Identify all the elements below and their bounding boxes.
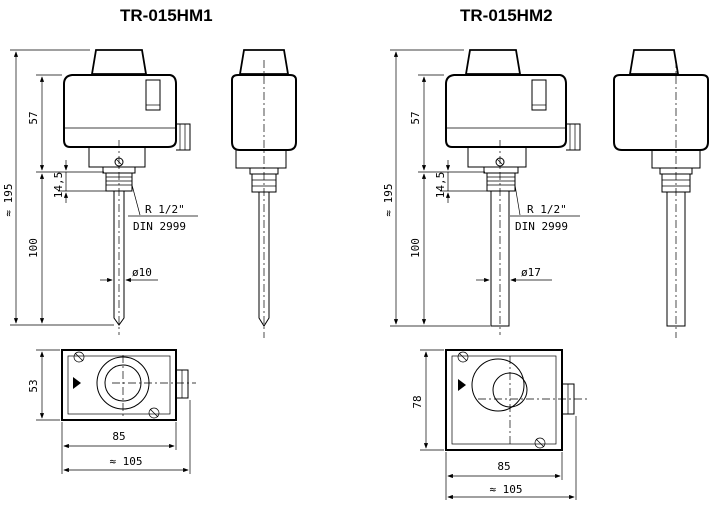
hm2-front-view [445,49,581,335]
hm1-width-label: 53 [27,379,40,392]
hm2-head-height-label: 57 [409,111,422,124]
hm2-thread-length-label: 14,5 [434,172,447,199]
hm1-top-dimensions [36,349,191,474]
hm1-thread-standard-label: DIN 2999 [133,220,186,233]
title-tr-015hm2: TR-015HM2 [460,6,553,25]
hm1-front-view [63,49,191,335]
hm2-probe-length-label: 100 [409,238,422,258]
hm2-top-view [445,349,590,451]
hm1-dimensions [10,49,198,326]
hm2-width-label: 78 [411,395,424,408]
hm1-overall-length-label: ≈ 105 [109,455,142,468]
hm1-head-height-label: 57 [27,111,40,124]
hm2-thread-standard-label: DIN 2999 [515,220,568,233]
hm1-probe-dia-label: ø10 [132,266,152,279]
hm1-probe-length-label: 100 [27,238,40,258]
hm1-total-height-label: ≈ 195 [2,183,15,216]
hm2-thread-spec-label: R 1/2" [527,203,567,216]
hm1-body-length-label: 85 [112,430,125,443]
hm1-thread-length-label: 14,5 [52,172,65,199]
hm2-side-view [613,49,709,338]
hm2-dimensions [390,49,580,327]
title-tr-015hm1: TR-015HM1 [120,6,213,25]
hm2-body-length-label: 85 [497,460,510,473]
hm1-thread-spec-label: R 1/2" [145,203,185,216]
hm1-side-view [231,49,297,338]
hm2-probe-dia-label: ø17 [521,266,541,279]
hm1-top-view [61,349,196,421]
hm2-overall-length-label: ≈ 105 [489,483,522,496]
hm2-top-dimensions [420,349,577,500]
hm2-total-height-label: ≈ 195 [382,183,395,216]
